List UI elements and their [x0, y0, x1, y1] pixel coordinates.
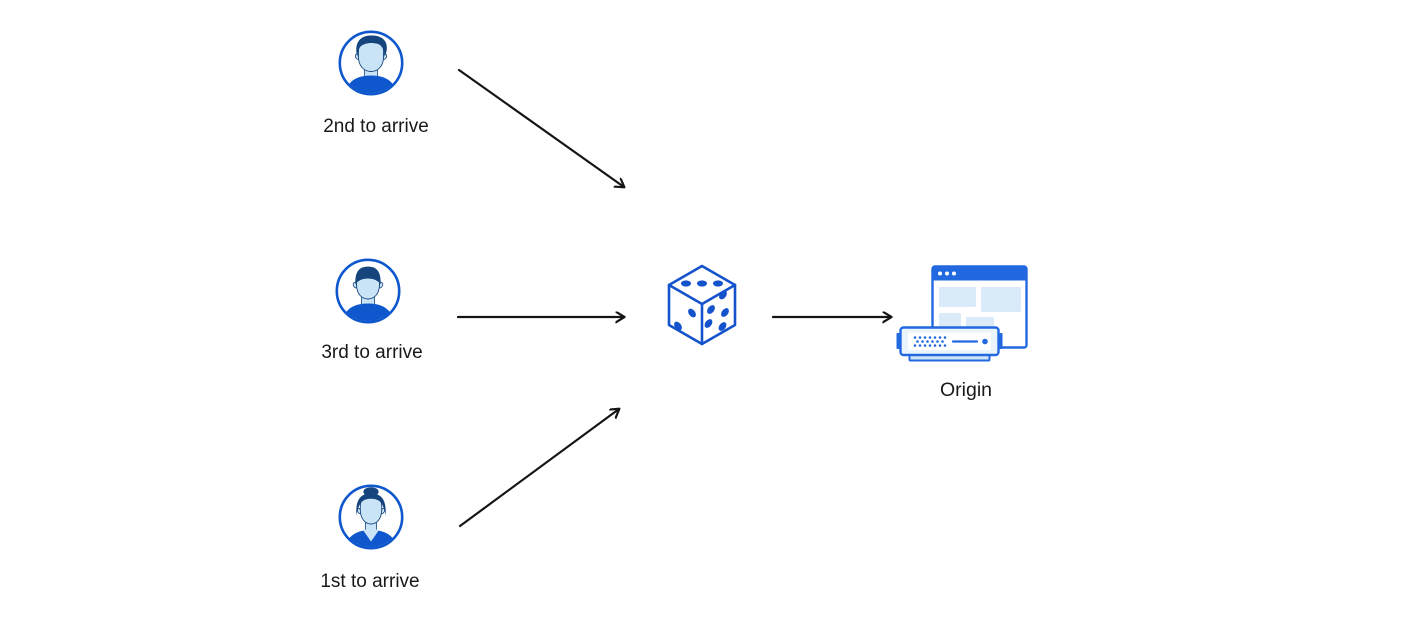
visitor-2nd-label: 2nd to arrive	[323, 116, 429, 137]
dice-icon	[666, 263, 738, 347]
server-icon	[896, 326, 1003, 362]
avatar-woman-bun-icon	[338, 484, 404, 550]
visitor-1st-label: 1st to arrive	[320, 571, 420, 592]
arrow-2nd-to-dice	[457, 68, 624, 187]
arrow-1st-to-dice	[458, 409, 619, 528]
avatar-man-swept-hair-icon	[338, 30, 404, 96]
visitor-3rd-label: 3rd to arrive	[321, 342, 423, 363]
avatar-man-flattop-icon	[335, 258, 401, 324]
origin-browser-server-icon	[896, 262, 1031, 364]
origin-label: Origin	[939, 379, 993, 401]
